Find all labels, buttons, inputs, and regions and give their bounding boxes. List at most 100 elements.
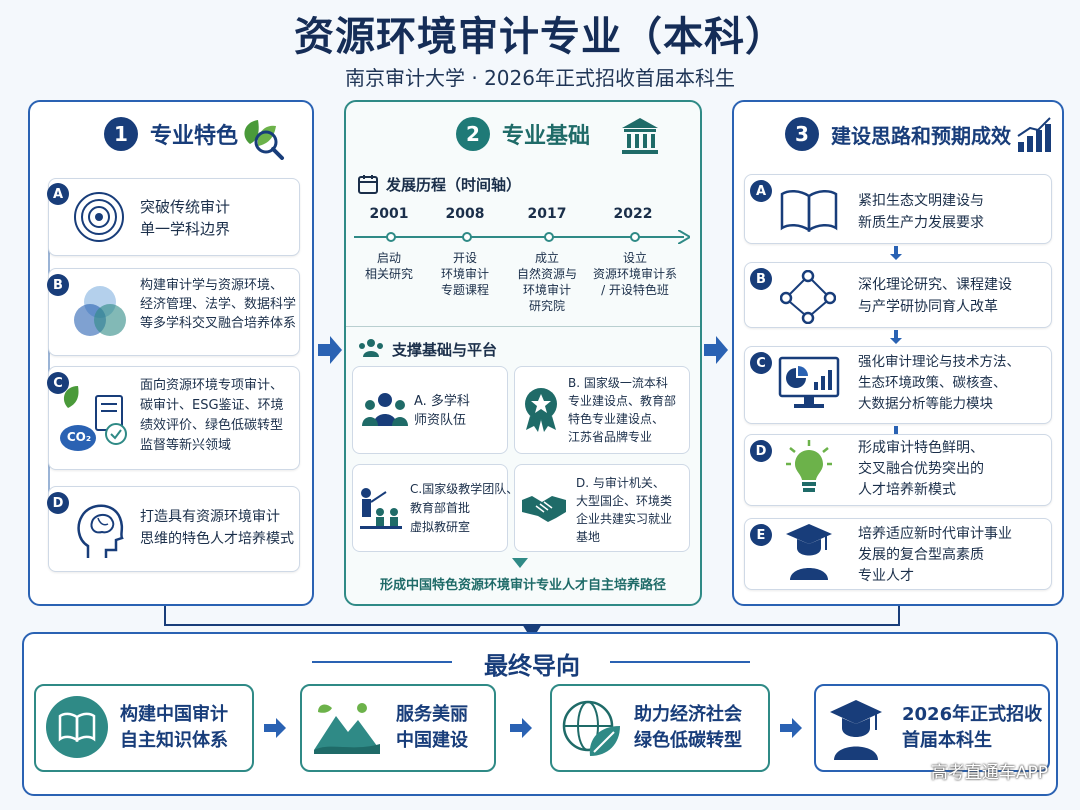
column-header: 1 专业特色 — [30, 102, 312, 166]
column-number: 2 — [455, 117, 490, 151]
platform-b-text: B. 国家级一流本科专业建设点、教育部特色专业建设点、江苏省品牌专业 — [568, 376, 677, 444]
final-title: 最终导向 — [484, 652, 580, 680]
arrow-down-icon — [890, 246, 902, 260]
watermark: 高考直通车APP — [930, 763, 1048, 783]
triangle-down-icon — [512, 558, 528, 568]
timeline-arrowhead-icon — [678, 230, 690, 244]
teaching-team-icon — [360, 488, 402, 529]
item-label: C — [750, 352, 772, 374]
final-green-transition-text: 助力经济社会绿色低碳转型 — [634, 704, 742, 751]
final-beautiful-china-text: 服务美丽中国建设 — [396, 704, 468, 751]
column-header: 2 专业基础 — [346, 102, 700, 166]
timeline-year: 2022 — [613, 206, 653, 222]
connector-line — [898, 606, 900, 626]
column-header: 3 建设思路和预期成效 — [734, 102, 1062, 166]
item-label: E — [750, 524, 772, 546]
growth-chart-icon — [1017, 117, 1051, 152]
book-icon — [58, 712, 96, 742]
final-enrollment-text: 2026年正式招收首届本科生 — [902, 704, 1043, 751]
timeline-text: 设立资源环境审计系/ 开设特色班 — [592, 251, 677, 297]
award-badge-icon — [525, 388, 557, 432]
plan-c-text: 强化审计理论与技术方法、生态环境政策、碳核查、大数据分析等能力模块 — [858, 354, 1020, 412]
mountain-landscape-icon — [314, 703, 380, 754]
timeline-year: 2008 — [445, 206, 485, 222]
lightbulb-icon — [786, 440, 832, 492]
plan-card-d — [744, 434, 1052, 506]
globe-leaf-icon — [562, 700, 620, 756]
timeline-dot — [462, 232, 472, 242]
column-number: 1 — [103, 117, 138, 151]
divider — [312, 661, 452, 663]
final-card-green-transition — [550, 684, 770, 772]
brain-head-icon — [77, 504, 124, 558]
column-number: 3 — [785, 117, 819, 151]
arrow-right-icon — [510, 718, 532, 738]
network-icon — [780, 270, 836, 324]
feature-card-c — [48, 366, 300, 470]
page-title: 资源环境审计专业（本科） — [294, 14, 786, 60]
page-subtitle: 南京审计大学 · 2026年正式招收首届本科生 — [345, 66, 735, 90]
handshake-icon — [522, 496, 566, 522]
arrow-right-icon — [264, 718, 286, 738]
column-title: 专业基础 — [501, 124, 590, 149]
divider — [610, 661, 750, 663]
item-label: D — [750, 440, 772, 462]
timeline-text: 成立自然资源与环境审计研究院 — [516, 251, 577, 313]
timeline-year: 2001 — [369, 206, 409, 222]
timeline-line — [354, 236, 684, 238]
divider — [346, 326, 700, 327]
item-label: C — [47, 372, 69, 394]
plan-card-a — [744, 174, 1052, 244]
feature-a-text: 突破传统审计单一学科边界 — [140, 198, 231, 238]
platform-title: 支撑基础与平台 — [392, 341, 498, 359]
arrow-down-icon — [890, 330, 902, 344]
timeline-dot — [386, 232, 396, 242]
venn-diagram-icon — [74, 286, 126, 336]
plan-a-text: 紧扣生态文明建设与新质生产力发展要求 — [858, 193, 984, 231]
platform-d-text: D. 与审计机关、大型国企、环境类企业共建实习就业基地 — [576, 476, 673, 544]
platform-c-text: C.国家级教学团队、教育部首批虚拟教研室 — [410, 482, 519, 534]
graduate-icon — [830, 700, 882, 760]
calendar-icon — [358, 175, 378, 194]
feature-card-d — [48, 486, 300, 572]
timeline-text: 开设环境审计专题课程 — [440, 251, 489, 297]
leaf-magnifier-icon — [244, 120, 284, 160]
graduate-icon — [786, 524, 832, 580]
timeline-text: 启动相关研究 — [364, 251, 413, 281]
monitor-chart-icon — [778, 356, 840, 408]
timeline-year: 2017 — [527, 206, 567, 222]
book-icon — [780, 190, 838, 232]
item-label: B — [47, 274, 69, 296]
arrow-right-icon — [704, 336, 728, 364]
final-card-beautiful-china — [300, 684, 496, 772]
timeline-title: 发展历程（时间轴） — [386, 176, 522, 194]
item-label: A — [750, 180, 772, 202]
feature-b-text: 构建审计学与资源环境、经济管理、法学、数据科学等多学科交叉融合培养体系 — [140, 278, 297, 331]
column-title: 专业特色 — [149, 124, 238, 149]
co2-document-icon — [60, 386, 127, 451]
team-icon — [362, 393, 408, 426]
foundation-footer: 形成中国特色资源环境审计专业人才自主培养路径 — [379, 578, 666, 593]
feature-c-text: 面向资源环境专项审计、碳审计、ESG鉴证、环境绩效评价、绿色低碳转型监督等新兴领… — [140, 378, 284, 453]
platform-card-a — [352, 366, 508, 454]
plan-b-text: 深化理论研究、课程建设与产学研协同育人改革 — [858, 277, 1012, 315]
arrow-right-icon — [780, 718, 802, 738]
feature-d-text: 打造具有资源环境审计思维的特色人才培养模式 — [140, 509, 294, 547]
connector-line — [164, 606, 166, 626]
timeline-dot — [544, 232, 554, 242]
plan-e-text: 培养适应新时代审计事业发展的复合型高素质专业人才 — [858, 526, 1012, 584]
item-label: D — [47, 492, 69, 514]
platform-a-text: A. 多学科师资队伍 — [414, 394, 470, 428]
final-knowledge-text: 构建中国审计自主知识体系 — [120, 704, 228, 751]
column-title: 建设思路和预期成效 — [831, 123, 1011, 148]
people-icon — [359, 339, 383, 357]
co2-label: CO₂ — [66, 430, 92, 444]
item-label: B — [750, 268, 772, 290]
plan-d-text: 形成审计特色鲜明、交叉融合优势突出的人才培养新模式 — [858, 440, 984, 498]
institution-icon — [622, 118, 658, 154]
timeline-dot — [630, 232, 640, 242]
platform-card-c — [352, 464, 508, 552]
arrow-right-icon — [318, 336, 342, 364]
target-icon — [74, 192, 124, 242]
item-label: A — [47, 183, 69, 205]
